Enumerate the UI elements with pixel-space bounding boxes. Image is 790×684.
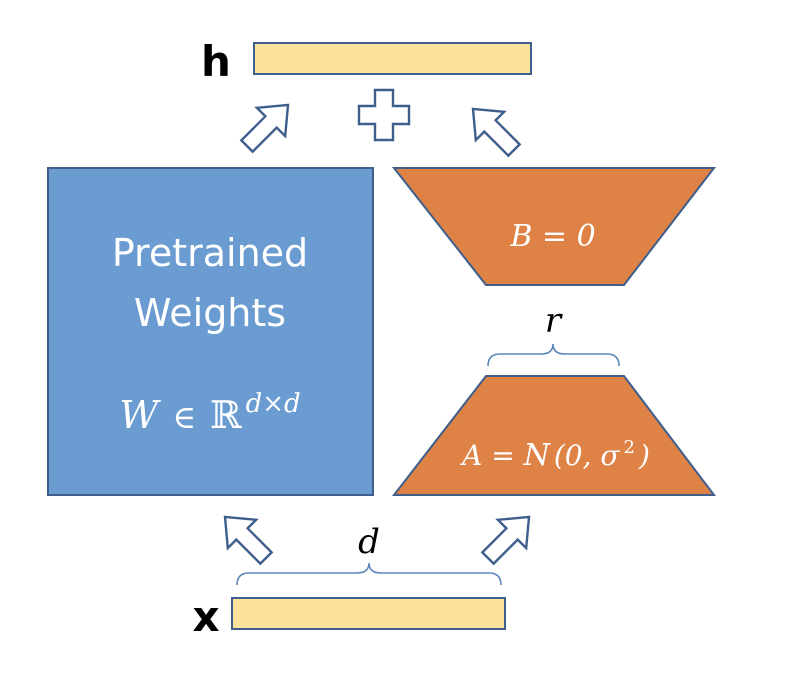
lora-a-close: )	[638, 439, 650, 472]
lora-a-lhs: A =	[459, 439, 523, 472]
arrow-input-to-pretrained	[223, 515, 274, 566]
lora-b-trapezoid	[391, 167, 717, 286]
rank-label: r	[545, 301, 563, 341]
arrow-lora-to-output	[471, 107, 522, 158]
input-label: x	[192, 592, 219, 641]
pretrained-title-line2: Weights	[134, 291, 286, 335]
formula-exp: d×d	[246, 389, 301, 419]
lora-b-block: B = 0	[391, 167, 717, 286]
hollow-arrow-icon	[239, 103, 290, 154]
rank-brace: r	[487, 301, 620, 367]
formula-in: ∈	[172, 398, 196, 436]
lora-a-args: (0, σ	[554, 439, 621, 472]
hollow-arrow-icon	[480, 515, 531, 566]
lora-a-formula: A = N (0, σ 2 )	[459, 437, 650, 473]
width-brace: d	[236, 522, 502, 586]
lora-a-normal: N	[523, 438, 552, 473]
hollow-arrow-icon	[223, 515, 274, 566]
pretrained-formula: W ∈ ℝ d×d	[119, 389, 300, 437]
hollow-arrow-icon	[471, 107, 522, 158]
input-vector	[231, 597, 506, 630]
width-label: d	[358, 522, 380, 562]
output-vector	[253, 42, 532, 75]
arrow-pretrained-to-output	[239, 103, 290, 154]
output-label: h	[201, 37, 231, 86]
lora-a-sq: 2	[624, 437, 635, 458]
lora-a-trapezoid	[391, 375, 717, 496]
lora-a-block: A = N (0, σ 2 )	[391, 375, 717, 496]
pretrained-weights-box	[47, 167, 374, 496]
formula-r: ℝ	[210, 393, 242, 437]
pretrained-title-line1: Pretrained	[112, 231, 308, 275]
plus-icon	[357, 88, 411, 142]
formula-w: W	[119, 393, 161, 437]
pretrained-weights-block: Pretrained Weights W ∈ ℝ d×d	[47, 167, 374, 496]
arrow-input-to-lora	[480, 515, 531, 566]
lora-b-formula: B = 0	[509, 219, 595, 254]
